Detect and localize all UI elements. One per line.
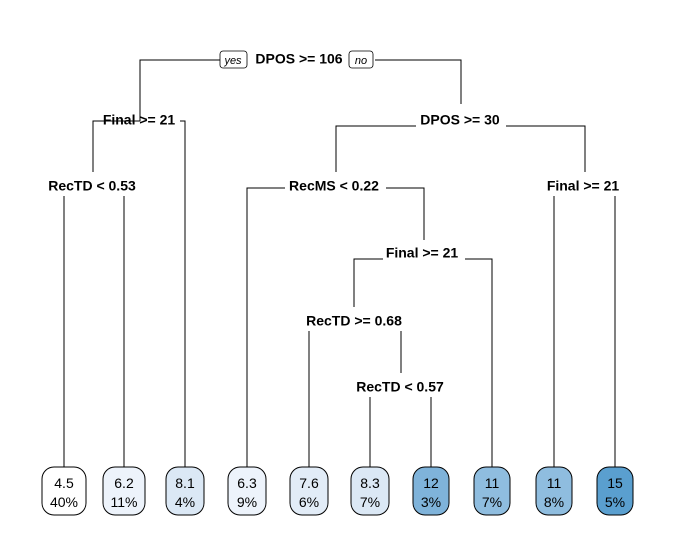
leaf-value-7: 12	[423, 475, 439, 491]
leaf-percent-4: 9%	[237, 494, 257, 510]
leaf-node-6: 8.3 7%	[350, 466, 390, 516]
split-n26: RecTD >= 0.68	[306, 313, 402, 329]
edge-n13-right	[465, 258, 493, 467]
leaf-value-6: 8.3	[360, 475, 380, 491]
leaf-nodes: 4.5 40% 6.2 11% 8.1 4% 6.3 9% 7.6 6% 8.3…	[41, 466, 634, 516]
edge-n3-right	[506, 125, 586, 172]
edge-n6-right	[386, 187, 425, 240]
split-root: DPOS >= 106	[255, 51, 342, 67]
leaf-percent-7: 3%	[421, 494, 441, 510]
leaf-node-5: 7.6 6%	[289, 466, 329, 516]
leaf-value-5: 7.6	[299, 475, 319, 491]
tree-edges	[63, 59, 616, 467]
edge-n2-left	[92, 120, 98, 172]
leaf-box-10	[596, 466, 634, 516]
split-n3: DPOS >= 30	[420, 112, 500, 128]
leaf-box-2	[102, 466, 146, 516]
split-n7: Final >= 21	[547, 178, 620, 194]
leaf-node-3: 8.1 4%	[165, 466, 205, 516]
branch-tag-yes-label: yes	[223, 55, 242, 67]
edge-n6-left	[246, 187, 285, 467]
leaf-node-7: 12 3%	[412, 466, 450, 516]
leaf-box-3	[165, 466, 205, 516]
leaf-box-9	[535, 466, 573, 516]
branch-tag-no: no	[348, 50, 374, 69]
leaf-value-9: 11	[547, 475, 562, 491]
branch-tag-yes: yes	[219, 50, 248, 69]
edge-n3-left	[335, 125, 416, 172]
leaf-value-8: 11	[485, 475, 500, 491]
leaf-node-2: 6.2 11%	[102, 466, 146, 516]
leaf-value-4: 6.3	[237, 475, 257, 491]
split-n53: RecTD < 0.57	[356, 379, 444, 395]
leaf-node-1: 4.5 40%	[41, 466, 87, 516]
leaf-node-9: 11 8%	[535, 466, 573, 516]
leaf-node-8: 11 7%	[473, 466, 511, 516]
leaf-percent-9: 8%	[544, 494, 564, 510]
leaf-box-1	[41, 466, 87, 516]
leaf-percent-8: 7%	[482, 494, 502, 510]
leaf-value-3: 8.1	[175, 475, 195, 491]
leaf-box-7	[412, 466, 450, 516]
leaf-percent-3: 4%	[175, 494, 195, 510]
edge-root-left	[98, 59, 221, 122]
split-labels: DPOS >= 106 Final >= 21 DPOS >= 30 RecTD…	[48, 51, 619, 395]
edge-root-right	[375, 59, 462, 104]
leaf-value-10: 15	[607, 475, 623, 491]
split-n13: Final >= 21	[386, 245, 459, 261]
leaf-percent-5: 6%	[299, 494, 319, 510]
leaf-box-6	[350, 466, 390, 516]
leaf-value-2: 6.2	[114, 475, 134, 491]
split-n4: RecTD < 0.53	[48, 178, 136, 194]
leaf-node-4: 6.3 9%	[227, 466, 267, 516]
split-n6: RecMS < 0.22	[289, 178, 379, 194]
leaf-box-4	[227, 466, 267, 516]
leaf-box-8	[473, 466, 511, 516]
edge-n13-left	[353, 258, 383, 307]
leaf-percent-6: 7%	[360, 494, 380, 510]
leaf-box-5	[289, 466, 329, 516]
leaf-percent-2: 11%	[111, 494, 138, 510]
branch-tag-no-label: no	[355, 55, 367, 67]
leaf-node-10: 15 5%	[596, 466, 634, 516]
split-n2: Final >= 21	[103, 112, 176, 128]
leaf-percent-10: 5%	[605, 494, 625, 510]
edge-n2-right	[180, 120, 186, 467]
leaf-percent-1: 40%	[50, 494, 78, 510]
leaf-value-1: 4.5	[54, 475, 74, 491]
